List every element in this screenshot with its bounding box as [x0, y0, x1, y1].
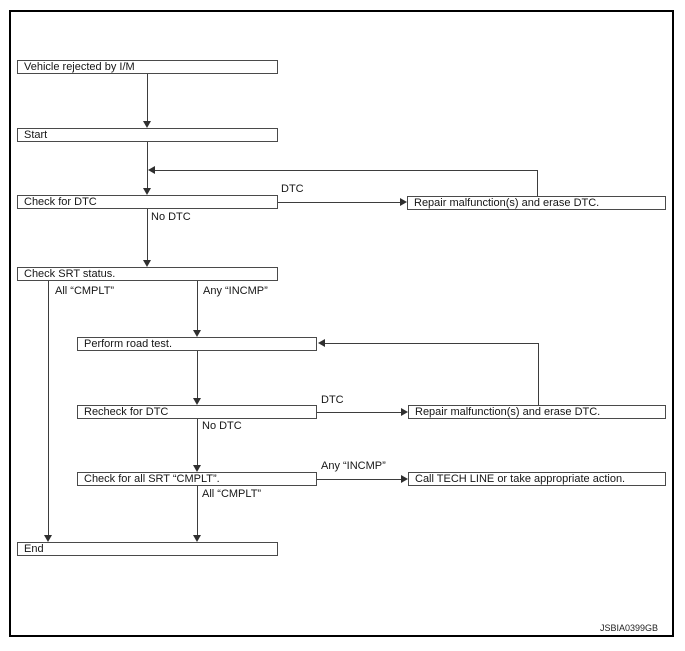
connector-checksrt-roadtest [197, 281, 198, 330]
flow-node-check-dtc: Check for DTC [17, 195, 278, 209]
connector-checkdtc-checksrt [147, 209, 148, 260]
arrowhead-left-icon [148, 166, 155, 174]
flow-node-check-srt-status: Check SRT status. [17, 267, 278, 281]
connector-recheck-checkall [197, 419, 198, 465]
flow-node-tech-line: Call TECH LINE or take appropriate actio… [408, 472, 666, 486]
arrowhead-left-icon [318, 339, 325, 347]
flow-node-road-test: Perform road test. [77, 337, 317, 351]
connector-repair1-feedback-vertical [537, 170, 538, 196]
arrowhead-down-icon [44, 535, 52, 542]
flow-node-vehicle-rejected: Vehicle rejected by I/M [17, 60, 278, 74]
flow-node-repair-1: Repair malfunction(s) and erase DTC. [407, 196, 666, 210]
flow-node-recheck-dtc: Recheck for DTC [77, 405, 317, 419]
arrowhead-down-icon [193, 535, 201, 542]
diagram-border [9, 10, 674, 637]
arrowhead-right-icon [401, 408, 408, 416]
connector-repair2-feedback-horizontal [325, 343, 538, 344]
connector-checkdtc-repair1 [278, 202, 400, 203]
edge-label-all-cmplt-1: All “CMPLT” [55, 285, 115, 297]
connector-checksrt-end [48, 281, 49, 535]
flow-node-check-all-srt: Check for all SRT “CMPLT”. [77, 472, 317, 486]
connector-recheck-repair2 [317, 412, 401, 413]
arrowhead-down-icon [193, 465, 201, 472]
flow-node-repair-2: Repair malfunction(s) and erase DTC. [408, 405, 666, 419]
edge-label-no-dtc-2: No DTC [202, 420, 242, 432]
connector-roadtest-recheck [197, 351, 198, 398]
edge-label-dtc-2: DTC [321, 394, 344, 406]
arrowhead-down-icon [143, 260, 151, 267]
connector-start-checkdtc [147, 142, 148, 188]
arrowhead-down-icon [193, 330, 201, 337]
edge-label-dtc-1: DTC [281, 183, 304, 195]
connector-repair2-feedback-vertical [538, 343, 539, 405]
connector-checkall-end [197, 486, 198, 535]
flow-node-end: End [17, 542, 278, 556]
connector-checkall-techline [317, 479, 401, 480]
arrowhead-down-icon [143, 121, 151, 128]
arrowhead-down-icon [193, 398, 201, 405]
arrowhead-down-icon [143, 188, 151, 195]
edge-label-no-dtc-1: No DTC [151, 211, 191, 223]
connector-vehicle-start [147, 74, 148, 121]
edge-label-any-incmp-1: Any “INCMP” [203, 285, 268, 297]
edge-label-all-cmplt-2: All “CMPLT” [202, 488, 262, 500]
figure-code: JSBIA0399GB [599, 623, 658, 633]
flow-node-start: Start [17, 128, 278, 142]
arrowhead-right-icon [400, 198, 407, 206]
connector-repair1-feedback-horizontal [155, 170, 537, 171]
arrowhead-right-icon [401, 475, 408, 483]
edge-label-any-incmp-2: Any “INCMP” [321, 460, 386, 472]
